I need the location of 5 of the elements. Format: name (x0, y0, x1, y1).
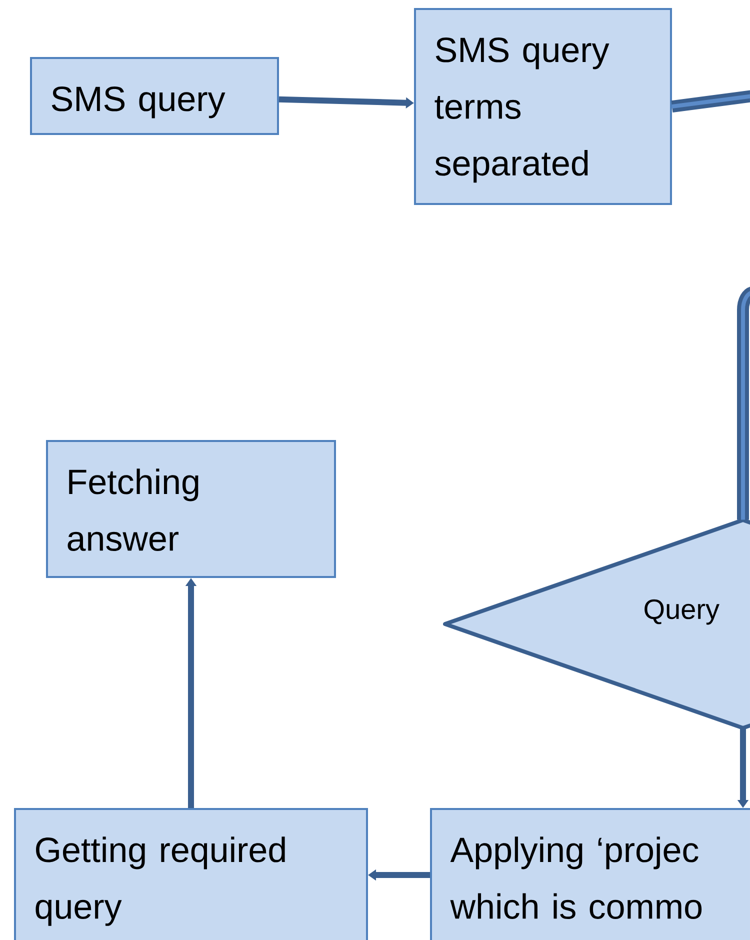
process-box: Applying ‘projec which is commo (430, 808, 750, 940)
process-box: Fetching answer (46, 440, 336, 578)
process-box: SMS query terms separated (414, 8, 672, 205)
process-box: SMS query (30, 57, 279, 135)
process-box: Getting required query (14, 808, 368, 940)
